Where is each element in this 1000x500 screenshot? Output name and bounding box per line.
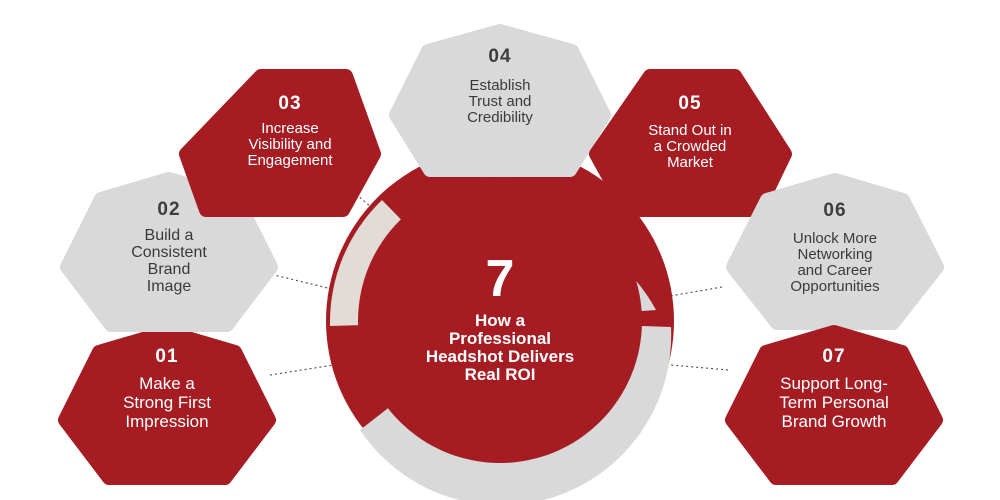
step-number: 01 (155, 346, 179, 367)
center-number: 7 (485, 250, 515, 308)
pentagon-07 (725, 325, 943, 485)
step-02: 02 Build a Consistent Brand Image (79, 199, 259, 295)
center-label: 7 How a Professional Headshot Delivers R… (365, 252, 635, 384)
center-ring (326, 147, 674, 500)
pentagon-03 (179, 69, 381, 217)
pentagon-06 (726, 173, 944, 330)
step-number: 07 (822, 346, 846, 367)
center-title: How a Professional Headshot Delivers Rea… (425, 311, 575, 384)
step-number: 06 (823, 200, 847, 221)
pentagon-04 (389, 24, 611, 177)
step-text: Unlock More Networking and Career Opport… (790, 230, 880, 295)
step-04: 04 Establish Trust and Credibility (410, 46, 590, 126)
connector-06 (663, 286, 723, 298)
step-number: 05 (678, 93, 702, 114)
step-text: Build a Consistent Brand Image (131, 227, 207, 295)
connector-07 (659, 363, 729, 371)
step-shapes (58, 24, 944, 485)
step-06: 06 Unlock More Networking and Career Opp… (745, 200, 925, 295)
step-number: 03 (278, 93, 302, 114)
step-number: 04 (488, 46, 512, 67)
connector-01 (269, 363, 341, 376)
step-text: Increase Visibility and Engagement (247, 120, 333, 169)
step-text: Establish Trust and Credibility (467, 77, 533, 126)
step-number: 02 (157, 199, 181, 220)
step-text: Support Long- Term Personal Brand Growth (779, 374, 889, 431)
step-text: Make a Strong First Impression (123, 374, 211, 431)
step-05: 05 Stand Out in a Crowded Market (600, 93, 780, 171)
connector-02 (261, 271, 341, 292)
step-07: 07 Support Long- Term Personal Brand Gro… (744, 346, 924, 431)
step-03: 03 Increase Visibility and Engagement (200, 93, 380, 169)
ring-inner-disc (358, 179, 642, 463)
step-text: Stand Out in a Crowded Market (648, 122, 732, 171)
step-01: 01 Make a Strong First Impression (77, 346, 257, 431)
pentagon-01 (58, 325, 276, 485)
